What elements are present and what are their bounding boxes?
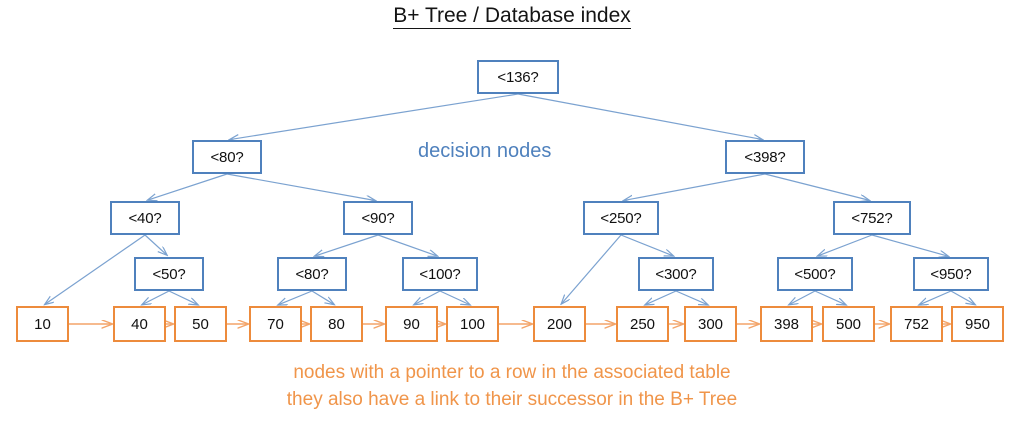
- decision-node-label: <250?: [600, 209, 642, 227]
- decision-node-root[interactable]: <136?: [477, 60, 559, 94]
- edge: [950, 290, 975, 305]
- edge: [675, 290, 708, 305]
- edge: [414, 290, 441, 305]
- leaf-node-l70[interactable]: 70: [249, 306, 302, 342]
- decision-node-label: <40?: [128, 209, 162, 227]
- leaf-node-label: 10: [34, 315, 51, 333]
- leaf-node-label: 70: [267, 315, 284, 333]
- edge: [871, 234, 948, 256]
- leaf-node-label: 80: [328, 315, 345, 333]
- decision-node-d398[interactable]: <398?: [725, 140, 805, 174]
- edge: [764, 173, 869, 200]
- edge: [315, 234, 379, 256]
- edge: [814, 290, 846, 305]
- decision-node-d950[interactable]: <950?: [913, 257, 989, 291]
- edge: [620, 234, 673, 256]
- edge: [517, 93, 762, 139]
- edge: [168, 290, 198, 305]
- edge: [818, 234, 873, 256]
- leaf-node-l80[interactable]: 80: [310, 306, 363, 342]
- edge: [45, 234, 146, 304]
- leaf-node-l100[interactable]: 100: [446, 306, 499, 342]
- leaf-node-l10[interactable]: 10: [16, 306, 69, 342]
- edge: [230, 93, 519, 140]
- decision-node-d80[interactable]: <80?: [192, 140, 262, 174]
- decision-node-label: <136?: [497, 68, 539, 86]
- caption-line-1: nodes with a pointer to a row in the ass…: [293, 362, 731, 383]
- leaf-node-l398[interactable]: 398: [760, 306, 813, 342]
- edge: [645, 290, 677, 305]
- edge: [142, 290, 170, 305]
- leaf-node-label: 40: [131, 315, 148, 333]
- leaf-node-label: 200: [546, 315, 573, 333]
- leaf-node-label: 250: [629, 315, 656, 333]
- leaf-node-label: 300: [697, 315, 724, 333]
- leaf-node-label: 90: [403, 315, 420, 333]
- leaf-node-l500[interactable]: 500: [822, 306, 875, 342]
- decision-node-label: <90?: [361, 209, 395, 227]
- decision-node-label: <80?: [210, 148, 244, 166]
- edge: [919, 290, 952, 305]
- edge: [789, 290, 816, 305]
- edge: [624, 173, 766, 200]
- leaf-node-l950[interactable]: 950: [951, 306, 1004, 342]
- edge: [311, 290, 334, 304]
- edge: [561, 234, 622, 304]
- decision-node-d752[interactable]: <752?: [833, 201, 911, 235]
- edge: [148, 173, 228, 200]
- edge: [144, 234, 167, 255]
- decision-node-d90[interactable]: <90?: [343, 201, 413, 235]
- edge: [226, 173, 375, 200]
- decision-node-d50[interactable]: <50?: [134, 257, 204, 291]
- leaf-node-label: 100: [459, 315, 486, 333]
- page-title: B+ Tree / Database index: [0, 4, 1024, 29]
- edge: [439, 290, 470, 305]
- decision-node-label: <50?: [152, 265, 186, 283]
- decision-node-label: <752?: [851, 209, 893, 227]
- decision-node-d80b[interactable]: <80?: [277, 257, 347, 291]
- leaf-node-label: 752: [903, 315, 930, 333]
- leaf-node-l90[interactable]: 90: [385, 306, 438, 342]
- page-title-text: B+ Tree / Database index: [393, 4, 631, 29]
- edge: [278, 290, 313, 305]
- edge: [377, 234, 437, 256]
- decision-node-label: <80?: [295, 265, 329, 283]
- leaf-node-l300[interactable]: 300: [684, 306, 737, 342]
- leaf-node-l200[interactable]: 200: [533, 306, 586, 342]
- leaf-node-l40[interactable]: 40: [113, 306, 166, 342]
- decision-node-d300[interactable]: <300?: [638, 257, 714, 291]
- decision-node-d100[interactable]: <100?: [402, 257, 478, 291]
- decision-nodes-label: decision nodes: [418, 140, 552, 162]
- decision-node-label: <300?: [655, 265, 697, 283]
- decision-node-label: <500?: [794, 265, 836, 283]
- decision-node-label: <100?: [419, 265, 461, 283]
- leaf-node-label: 950: [964, 315, 991, 333]
- decision-node-d250[interactable]: <250?: [583, 201, 659, 235]
- caption-line-2: they also have a link to their successor…: [286, 389, 738, 410]
- leaf-node-l752[interactable]: 752: [890, 306, 943, 342]
- decision-node-label: <398?: [744, 148, 786, 166]
- leaf-node-label: 500: [835, 315, 862, 333]
- decision-node-d40[interactable]: <40?: [110, 201, 180, 235]
- leaf-node-label: 398: [773, 315, 800, 333]
- leaf-node-l250[interactable]: 250: [616, 306, 669, 342]
- leaf-node-l50[interactable]: 50: [174, 306, 227, 342]
- leaf-node-label: 50: [192, 315, 209, 333]
- decision-node-label: <950?: [930, 265, 972, 283]
- decision-node-d500[interactable]: <500?: [777, 257, 853, 291]
